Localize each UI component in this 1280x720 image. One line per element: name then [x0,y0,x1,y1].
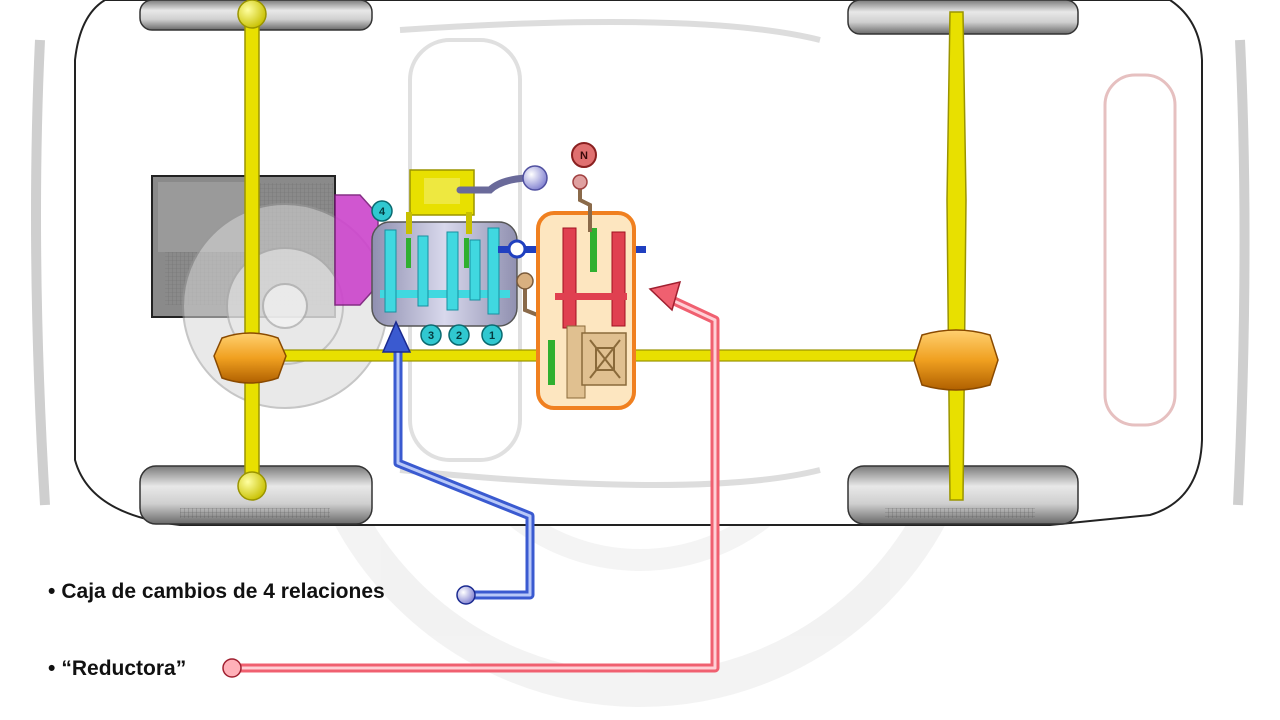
reducer-selector-lever [572,174,592,232]
rear-differential [913,329,999,391]
caption-bullet: • [48,580,56,603]
gear-label-2: 2 [456,330,462,342]
pointer-arrow-reducer [222,280,720,678]
caption-reducer-text: “Reductora” [61,657,187,680]
gear-selector-lever [406,165,548,234]
caption-gearbox-text: Caja de cambios de 4 relaciones [61,580,385,603]
neutral-indicator-badge: N [571,142,597,168]
gear-badge-4: 4 [371,200,393,222]
gearbox [371,221,518,327]
gear-label-3: 3 [428,330,434,342]
gear-badge-1: 1 [481,324,503,346]
caption-bullet: • [48,657,56,680]
neutral-label: N [580,150,588,162]
pointer-arrow-gearbox [381,320,535,605]
caption-gearbox: •Caja de cambios de 4 relaciones [48,580,385,604]
rear-axle [946,11,967,501]
gear-label-4: 4 [379,206,386,218]
gear-badge-3: 3 [420,324,442,346]
gear-label-1: 1 [489,330,495,342]
front-differential [213,332,287,384]
gear-badge-2: 2 [448,324,470,346]
reducer-transfer-case [536,211,636,410]
caption-reducer: •“Reductora” [48,657,186,681]
